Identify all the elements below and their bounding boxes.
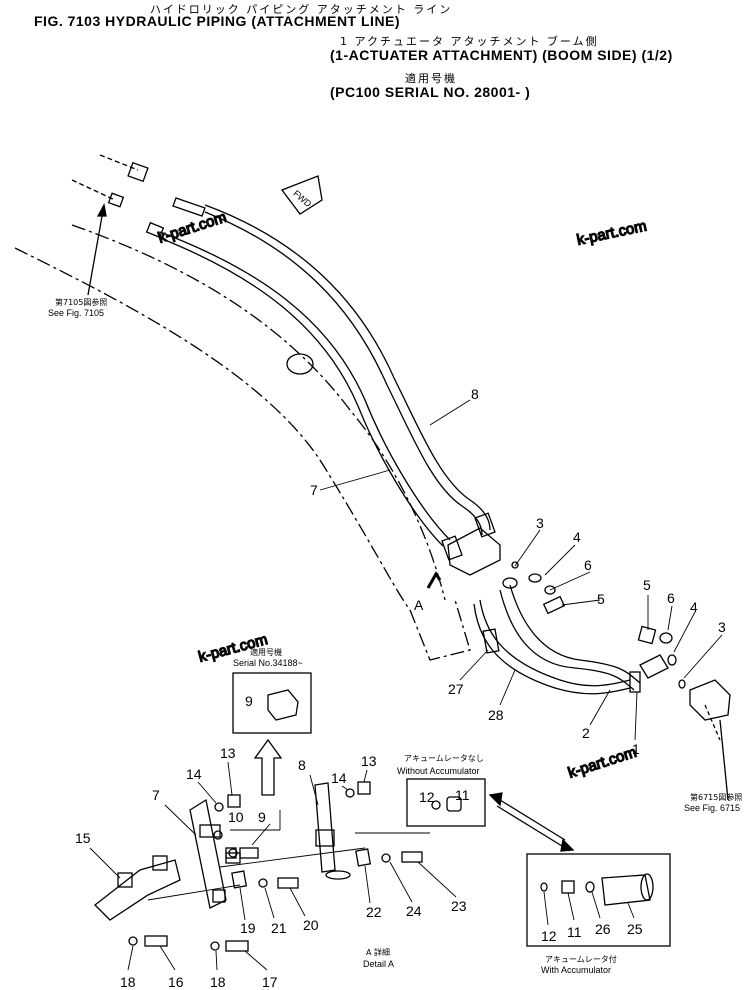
callout-27: 27: [448, 681, 464, 697]
boom-pin: [286, 353, 314, 375]
callout-2: 2: [582, 725, 590, 741]
callout-7-detail: 7: [152, 787, 160, 803]
callout-8-detail: 8: [298, 757, 306, 773]
callout-9-detail: 9: [258, 809, 266, 825]
serial-label: Serial No.34188~: [233, 658, 303, 668]
callout-25: 25: [627, 921, 643, 937]
callout-16: 16: [168, 974, 184, 990]
without-jp-label: アキュームレータなし: [404, 754, 484, 763]
callout-13a: 13: [220, 745, 236, 761]
right-fittings: [637, 625, 731, 741]
callout-26: 26: [595, 921, 611, 937]
main-leaders: [319, 399, 723, 741]
detail-hardware: [128, 781, 423, 952]
ref-7105-jp: 第7105図参照: [55, 297, 107, 307]
callout-9-inset: 9: [245, 693, 253, 709]
callout-3b: 3: [718, 619, 726, 635]
callout-12a: 12: [419, 789, 435, 805]
callout-12b: 12: [541, 928, 557, 944]
ref-6715: See Fig. 6715: [684, 803, 740, 813]
inset-serial-box: [232, 672, 312, 734]
plate-22: [355, 848, 372, 867]
accumulator-25: [601, 874, 651, 906]
callout-15: 15: [75, 830, 91, 846]
callout-17: 17: [262, 974, 278, 990]
up-arrow: [253, 738, 283, 796]
callout-22: 22: [366, 904, 382, 920]
reference-labels: 第7105図参照 See Fig. 7105 第6715図参照 See Fig.…: [48, 297, 742, 975]
callout-14a: 14: [186, 766, 202, 782]
serial-japanese: 適用号機: [405, 72, 457, 85]
callout-4a: 4: [573, 529, 581, 545]
serial-jp-label: 適用号機: [250, 647, 282, 657]
callout-5b: 5: [643, 577, 651, 593]
callout-5a: 5: [597, 591, 605, 607]
with-label: With Accumulator: [541, 965, 611, 975]
callout-1: 1: [632, 741, 640, 757]
fwd-arrow: FWD: [280, 175, 323, 215]
middle-fittings: [502, 561, 566, 615]
callout-14b: 14: [331, 770, 347, 786]
callout-13b: 13: [361, 753, 377, 769]
figure-subtitle: (1-ACTUATER ATTACHMENT) (BOOM SIDE) (1/2…: [330, 47, 673, 63]
detail-callouts: 9 13 14 7 10 9 8 13 14 12 11 15 19 21 20…: [75, 693, 643, 990]
detail-marker-a: A: [414, 597, 424, 613]
pipe-7: [159, 231, 463, 561]
hoses: [473, 584, 641, 695]
callout-7: 7: [310, 482, 318, 498]
boom-outline: [14, 224, 471, 661]
callout-23: 23: [451, 898, 467, 914]
ref-arrow-7105: [87, 204, 105, 296]
ref-6715-jp: 第6715図参照: [690, 792, 742, 802]
title-japanese: ハイドロリック パイピング アタッチメント ライン: [150, 3, 453, 16]
plate-19: [231, 870, 248, 889]
callout-21: 21: [271, 920, 287, 936]
callout-18b: 18: [210, 974, 226, 990]
detail-pipe-8: [314, 782, 351, 880]
serial-range: (PC100 SERIAL NO. 28001- ): [330, 84, 531, 100]
callout-19: 19: [240, 920, 256, 936]
inset-valve: [267, 689, 299, 721]
detail-a-label: Detail A: [363, 959, 394, 969]
callout-8: 8: [471, 386, 479, 402]
callout-3a: 3: [536, 515, 544, 531]
watermark-2: k-part.com: [575, 218, 648, 249]
with-accumulator-box: [526, 853, 671, 947]
without-label: Without Accumulator: [397, 766, 480, 776]
watermark-4: k-part.com: [566, 744, 639, 782]
callout-6a: 6: [584, 557, 592, 573]
callout-28: 28: [488, 707, 504, 723]
figure-title: FIG. 7103 HYDRAULIC PIPING (ATTACHMENT L…: [34, 13, 401, 29]
detail-connections: [147, 810, 430, 901]
main-callouts: 8 7 3 4 6 5 A 27 28 2 1 5 6 4 3: [310, 386, 726, 757]
with-jp-label: アキュームレータ付: [545, 954, 617, 964]
bracket-15: [94, 859, 181, 921]
double-arrow: [488, 792, 575, 852]
detail-pipe-7: [189, 798, 227, 909]
pipe-clamp: [447, 527, 501, 576]
ref-7105: See Fig. 7105: [48, 308, 104, 318]
upper-fittings: [71, 154, 206, 239]
header: ハイドロリック パイピング アタッチメント ライン FIG. 7103 HYDR…: [0, 0, 756, 110]
ref-arrow-6715: [719, 719, 729, 801]
detail-leaders: [89, 761, 635, 971]
detail-a-arrow: [426, 571, 442, 589]
callout-4b: 4: [690, 599, 698, 615]
callout-24: 24: [406, 903, 422, 919]
callout-10: 10: [228, 809, 244, 825]
detail-jp-label: A 詳細: [366, 947, 390, 957]
callout-11a: 11: [455, 787, 470, 803]
without-accumulator-box: [406, 778, 486, 827]
callout-6b: 6: [667, 590, 675, 606]
callout-11b: 11: [567, 924, 582, 940]
callout-20: 20: [303, 917, 319, 933]
callout-18a: 18: [120, 974, 136, 990]
subtitle-japanese: 1 アクチュエータ アタッチメント ブーム側: [340, 35, 599, 48]
